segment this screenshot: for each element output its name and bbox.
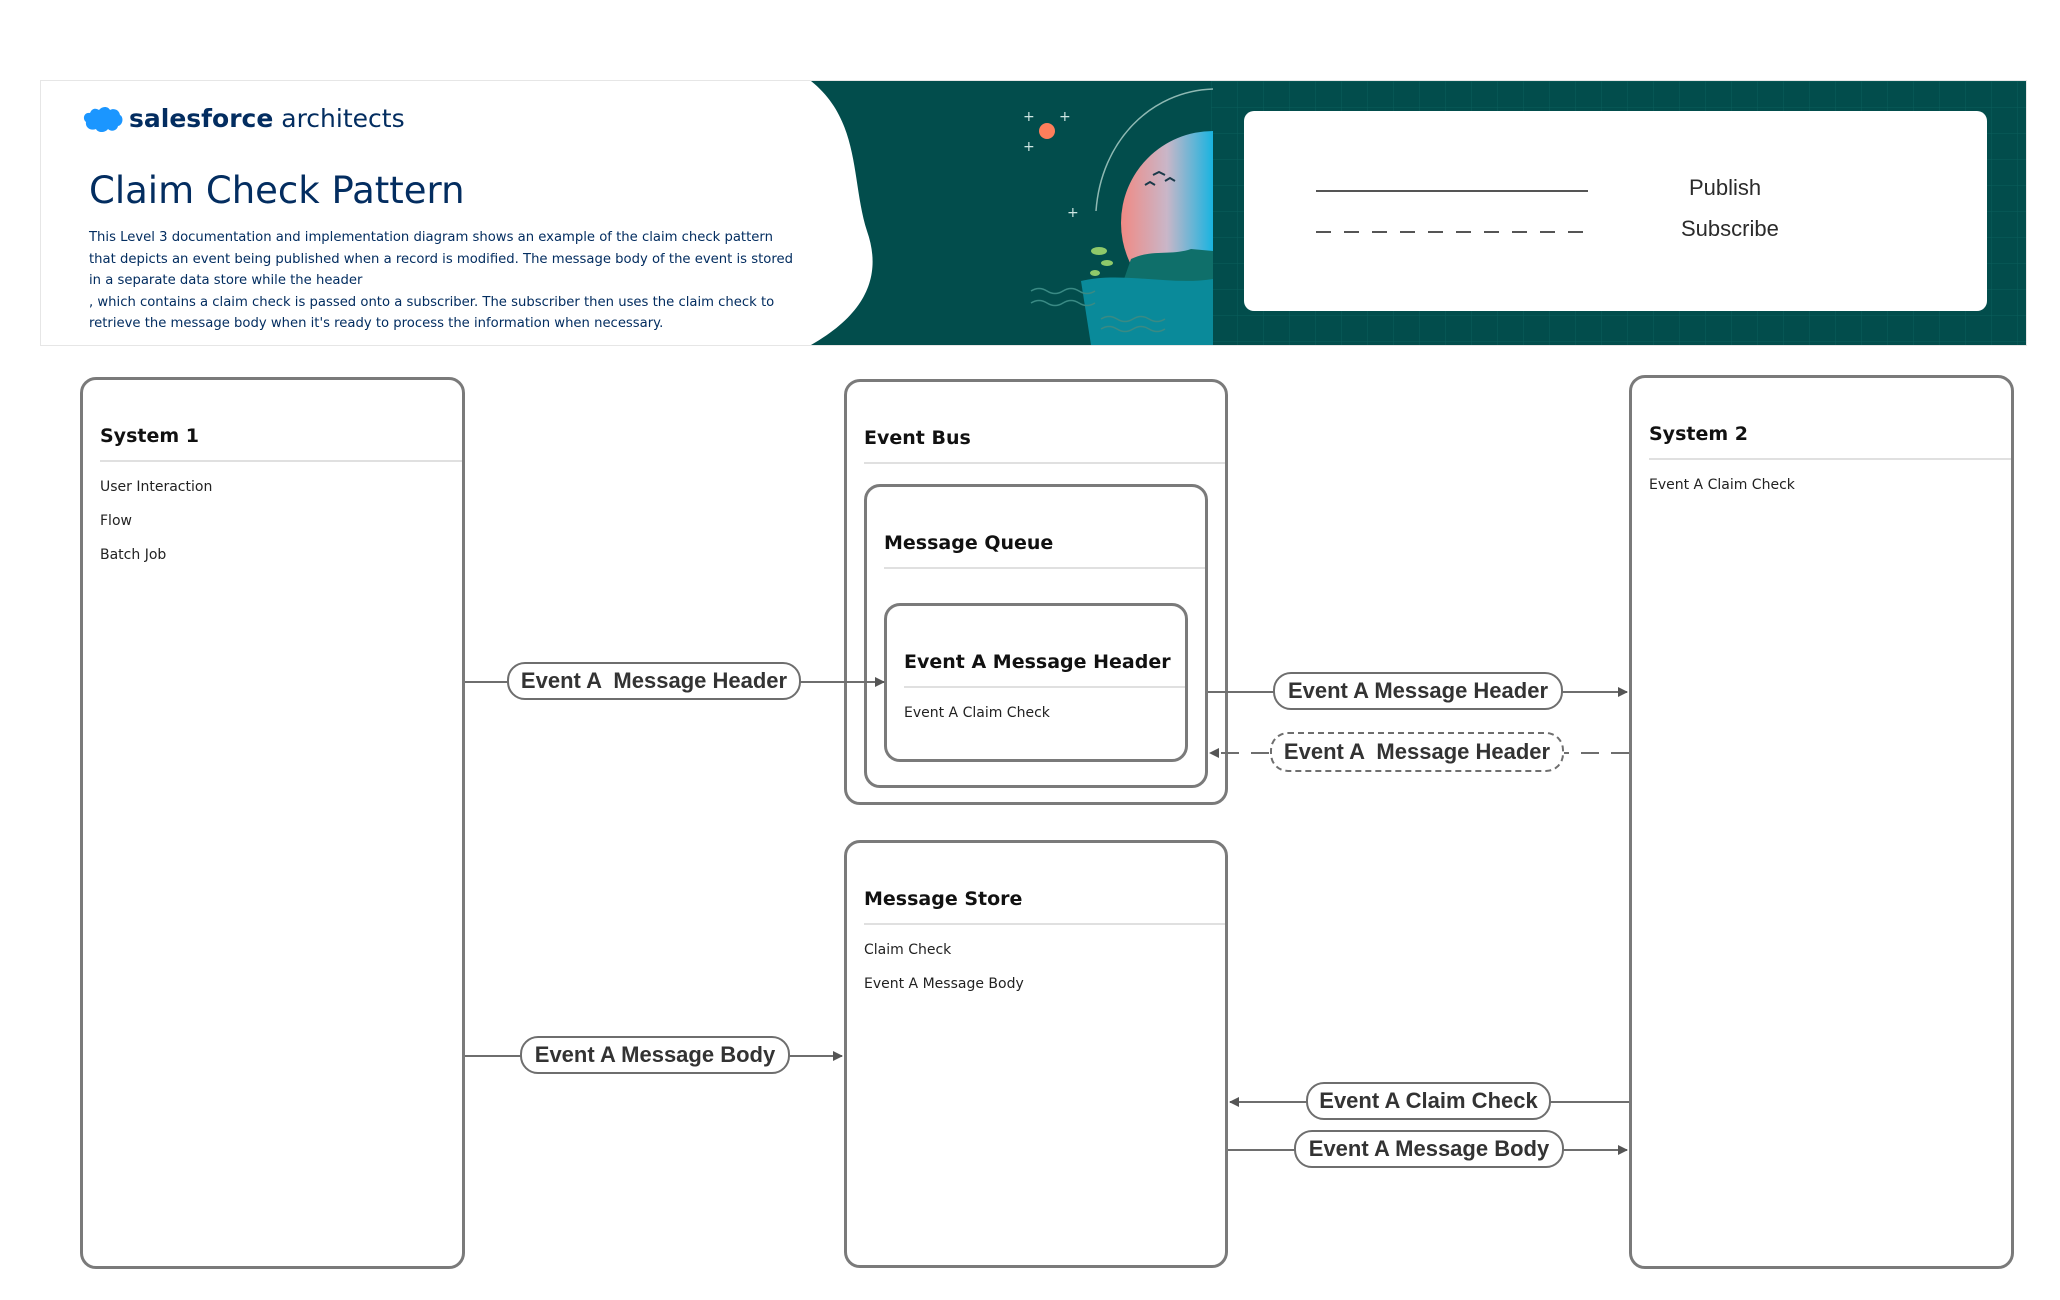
logo-text: salesforce architects xyxy=(129,104,405,133)
divider xyxy=(864,923,1225,925)
event-bus-title: Event Bus xyxy=(864,427,971,449)
divider xyxy=(904,686,1185,688)
page-title: Claim Check Pattern xyxy=(89,169,465,212)
svg-text:+: + xyxy=(1067,205,1079,221)
legend-publish-line xyxy=(1316,190,1588,192)
legend-subscribe-label: Subscribe xyxy=(1681,216,1779,241)
svg-text:+: + xyxy=(1023,109,1035,125)
legend-subscribe-line xyxy=(1316,231,1596,233)
description-line: in a separate data store while the heade… xyxy=(89,273,363,289)
description-line: This Level 3 documentation and implement… xyxy=(89,230,773,245)
svg-text:+: + xyxy=(1023,139,1035,155)
system-1-item: User Interaction xyxy=(100,479,213,495)
divider xyxy=(1649,458,2011,460)
salesforce-architects-logo[interactable]: salesforce architects xyxy=(83,104,405,133)
diagram-description: This Level 3 documentation and implement… xyxy=(89,227,809,335)
system-1-item: Flow xyxy=(100,513,132,529)
system-2-box[interactable]: System 2 Event A Claim Check xyxy=(1629,375,2014,1269)
description-line: , which contains a claim check is passed… xyxy=(89,294,775,310)
message-store-item: Event A Message Body xyxy=(864,976,1024,992)
header-banner: + + + + salesforce architects Claim Chec… xyxy=(40,80,2027,346)
message-queue-title: Message Queue xyxy=(884,532,1054,554)
connector-label-s2-claim-check[interactable]: Event A Claim Check xyxy=(1306,1082,1551,1120)
legend-panel: Publish Subscribe xyxy=(1244,111,1987,311)
connector-label-queue-to-s2[interactable]: Event A Message Header xyxy=(1273,672,1563,710)
system-1-item: Batch Job xyxy=(100,547,167,563)
legend-publish-label: Publish xyxy=(1689,175,1762,200)
system-1-box[interactable]: System 1 User Interaction Flow Batch Job xyxy=(80,377,465,1269)
connector-label-store-to-s2[interactable]: Event A Message Body xyxy=(1294,1130,1564,1168)
event-a-message-header-box[interactable]: Event A Message Header Event A Claim Che… xyxy=(884,603,1188,762)
system-2-title: System 2 xyxy=(1649,423,1748,445)
message-store-box[interactable]: Message Store Claim Check Event A Messag… xyxy=(844,840,1228,1268)
event-a-message-header-title: Event A Message Header xyxy=(904,651,1171,673)
system-1-title: System 1 xyxy=(100,425,199,447)
salesforce-cloud-icon xyxy=(83,106,123,132)
connector-label-s1-to-store[interactable]: Event A Message Body xyxy=(520,1036,790,1074)
description-line: that depicts an event being published wh… xyxy=(89,251,793,267)
divider xyxy=(884,567,1205,569)
divider xyxy=(100,460,462,462)
message-store-item: Claim Check xyxy=(864,942,952,958)
event-a-claim-check-item: Event A Claim Check xyxy=(904,705,1050,721)
connector-label-s2-subscribe[interactable]: Event A Message Header xyxy=(1270,732,1564,772)
system-2-item: Event A Claim Check xyxy=(1649,477,1795,493)
divider xyxy=(864,462,1225,464)
description-line: retrieve the message body when it's read… xyxy=(89,316,664,332)
svg-text:+: + xyxy=(1059,109,1071,125)
message-store-title: Message Store xyxy=(864,888,1023,910)
connector-label-s1-to-queue[interactable]: Event A Message Header xyxy=(507,662,801,700)
